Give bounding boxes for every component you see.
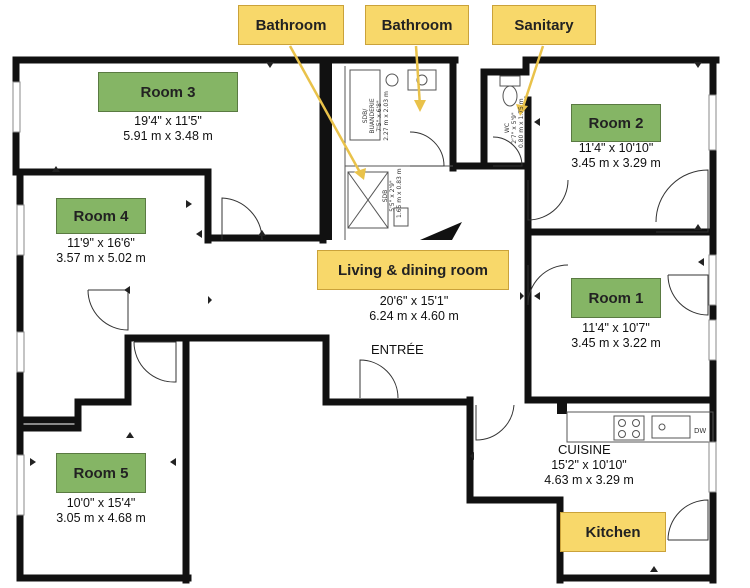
room1-imperial: 11'4" x 10'7" [582,321,650,335]
living-room-imperial: 20'6" x 15'1" [379,294,449,308]
room3-imperial: 19'4" x 11'5" [134,114,202,128]
room2-metric: 3.45 m x 3.29 m [571,156,661,170]
wc-line1: WC [504,122,511,134]
sdb-small-text: SDB 5'5" x 2'9" 1.65 m x 0.83 m [382,168,403,218]
callout-kitchen: Kitchen [560,512,666,552]
sdb-small-line3: 1.65 m x 0.83 m [396,168,403,218]
kitchen-metric: 4.63 m x 3.29 m [544,473,634,487]
room4-imperial: 11'9" x 16'6" [67,236,135,250]
sdb-buanderie-line3: 7'5" x 6'8" [376,100,383,132]
room1-dimensions: 11'4" x 10'7" 3.45 m x 3.22 m [552,321,680,351]
kitchen-imperial: 15'2" x 10'10" [551,458,627,472]
kitchen-room-name: CUISINE [558,442,611,457]
sdb-buanderie-text: SDB/ BUANDERIE 7'5" x 6'8" 2.27 m x 2.03… [362,86,390,146]
entry-label: ENTRÉE [371,342,424,357]
wc-line3: 0.80 m x 1.75 m [518,98,525,148]
living-room-label: Living & dining room [317,250,509,290]
dishwasher-label: DW [694,427,707,435]
room5-dimensions: 10'0" x 15'4" 3.05 m x 4.68 m [36,496,166,526]
callout-bathroom-left: Bathroom [238,5,344,45]
callout-bathroom-right: Bathroom [365,5,469,45]
sdb-small-line1: SDB [382,189,389,203]
room3-dimensions: 19'4" x 11'5" 5.91 m x 3.48 m [98,114,238,144]
sdb-small-line2: 5'5" x 2'9" [389,180,396,212]
room2-label: Room 2 [571,104,661,142]
room4-label: Room 4 [56,198,146,234]
room5-label: Room 5 [56,453,146,493]
room5-imperial: 10'0" x 15'4" [66,496,136,510]
room4-dimensions: 11'9" x 16'6" 3.57 m x 5.02 m [36,236,166,266]
sdb-buanderie-line4: 2.27 m x 2.03 m [383,91,390,141]
room1-label: Room 1 [571,278,661,318]
wc-text: WC 2'7" x 5'9" 0.80 m x 1.75 m [504,98,525,148]
room1-metric: 3.45 m x 3.22 m [571,336,661,350]
room4-metric: 3.57 m x 5.02 m [56,251,146,265]
wc-line2: 2'7" x 5'9" [511,112,518,144]
room2-dimensions: 11'4" x 10'10" 3.45 m x 3.29 m [552,141,680,171]
room3-label: Room 3 [98,72,238,112]
living-room-metric: 6.24 m x 4.60 m [369,309,459,323]
sdb-buanderie-line1: SDB/ [362,108,369,124]
room3-metric: 5.91 m x 3.48 m [123,129,213,143]
room5-metric: 3.05 m x 4.68 m [56,511,146,525]
sdb-buanderie-line2: BUANDERIE [369,98,376,134]
living-room-dimensions: 20'6" x 15'1" 6.24 m x 4.60 m [353,294,475,324]
kitchen-dimensions: 15'2" x 10'10" 4.63 m x 3.29 m [524,458,654,488]
callout-sanitary: Sanitary [492,5,596,45]
room2-imperial: 11'4" x 10'10" [578,141,654,155]
